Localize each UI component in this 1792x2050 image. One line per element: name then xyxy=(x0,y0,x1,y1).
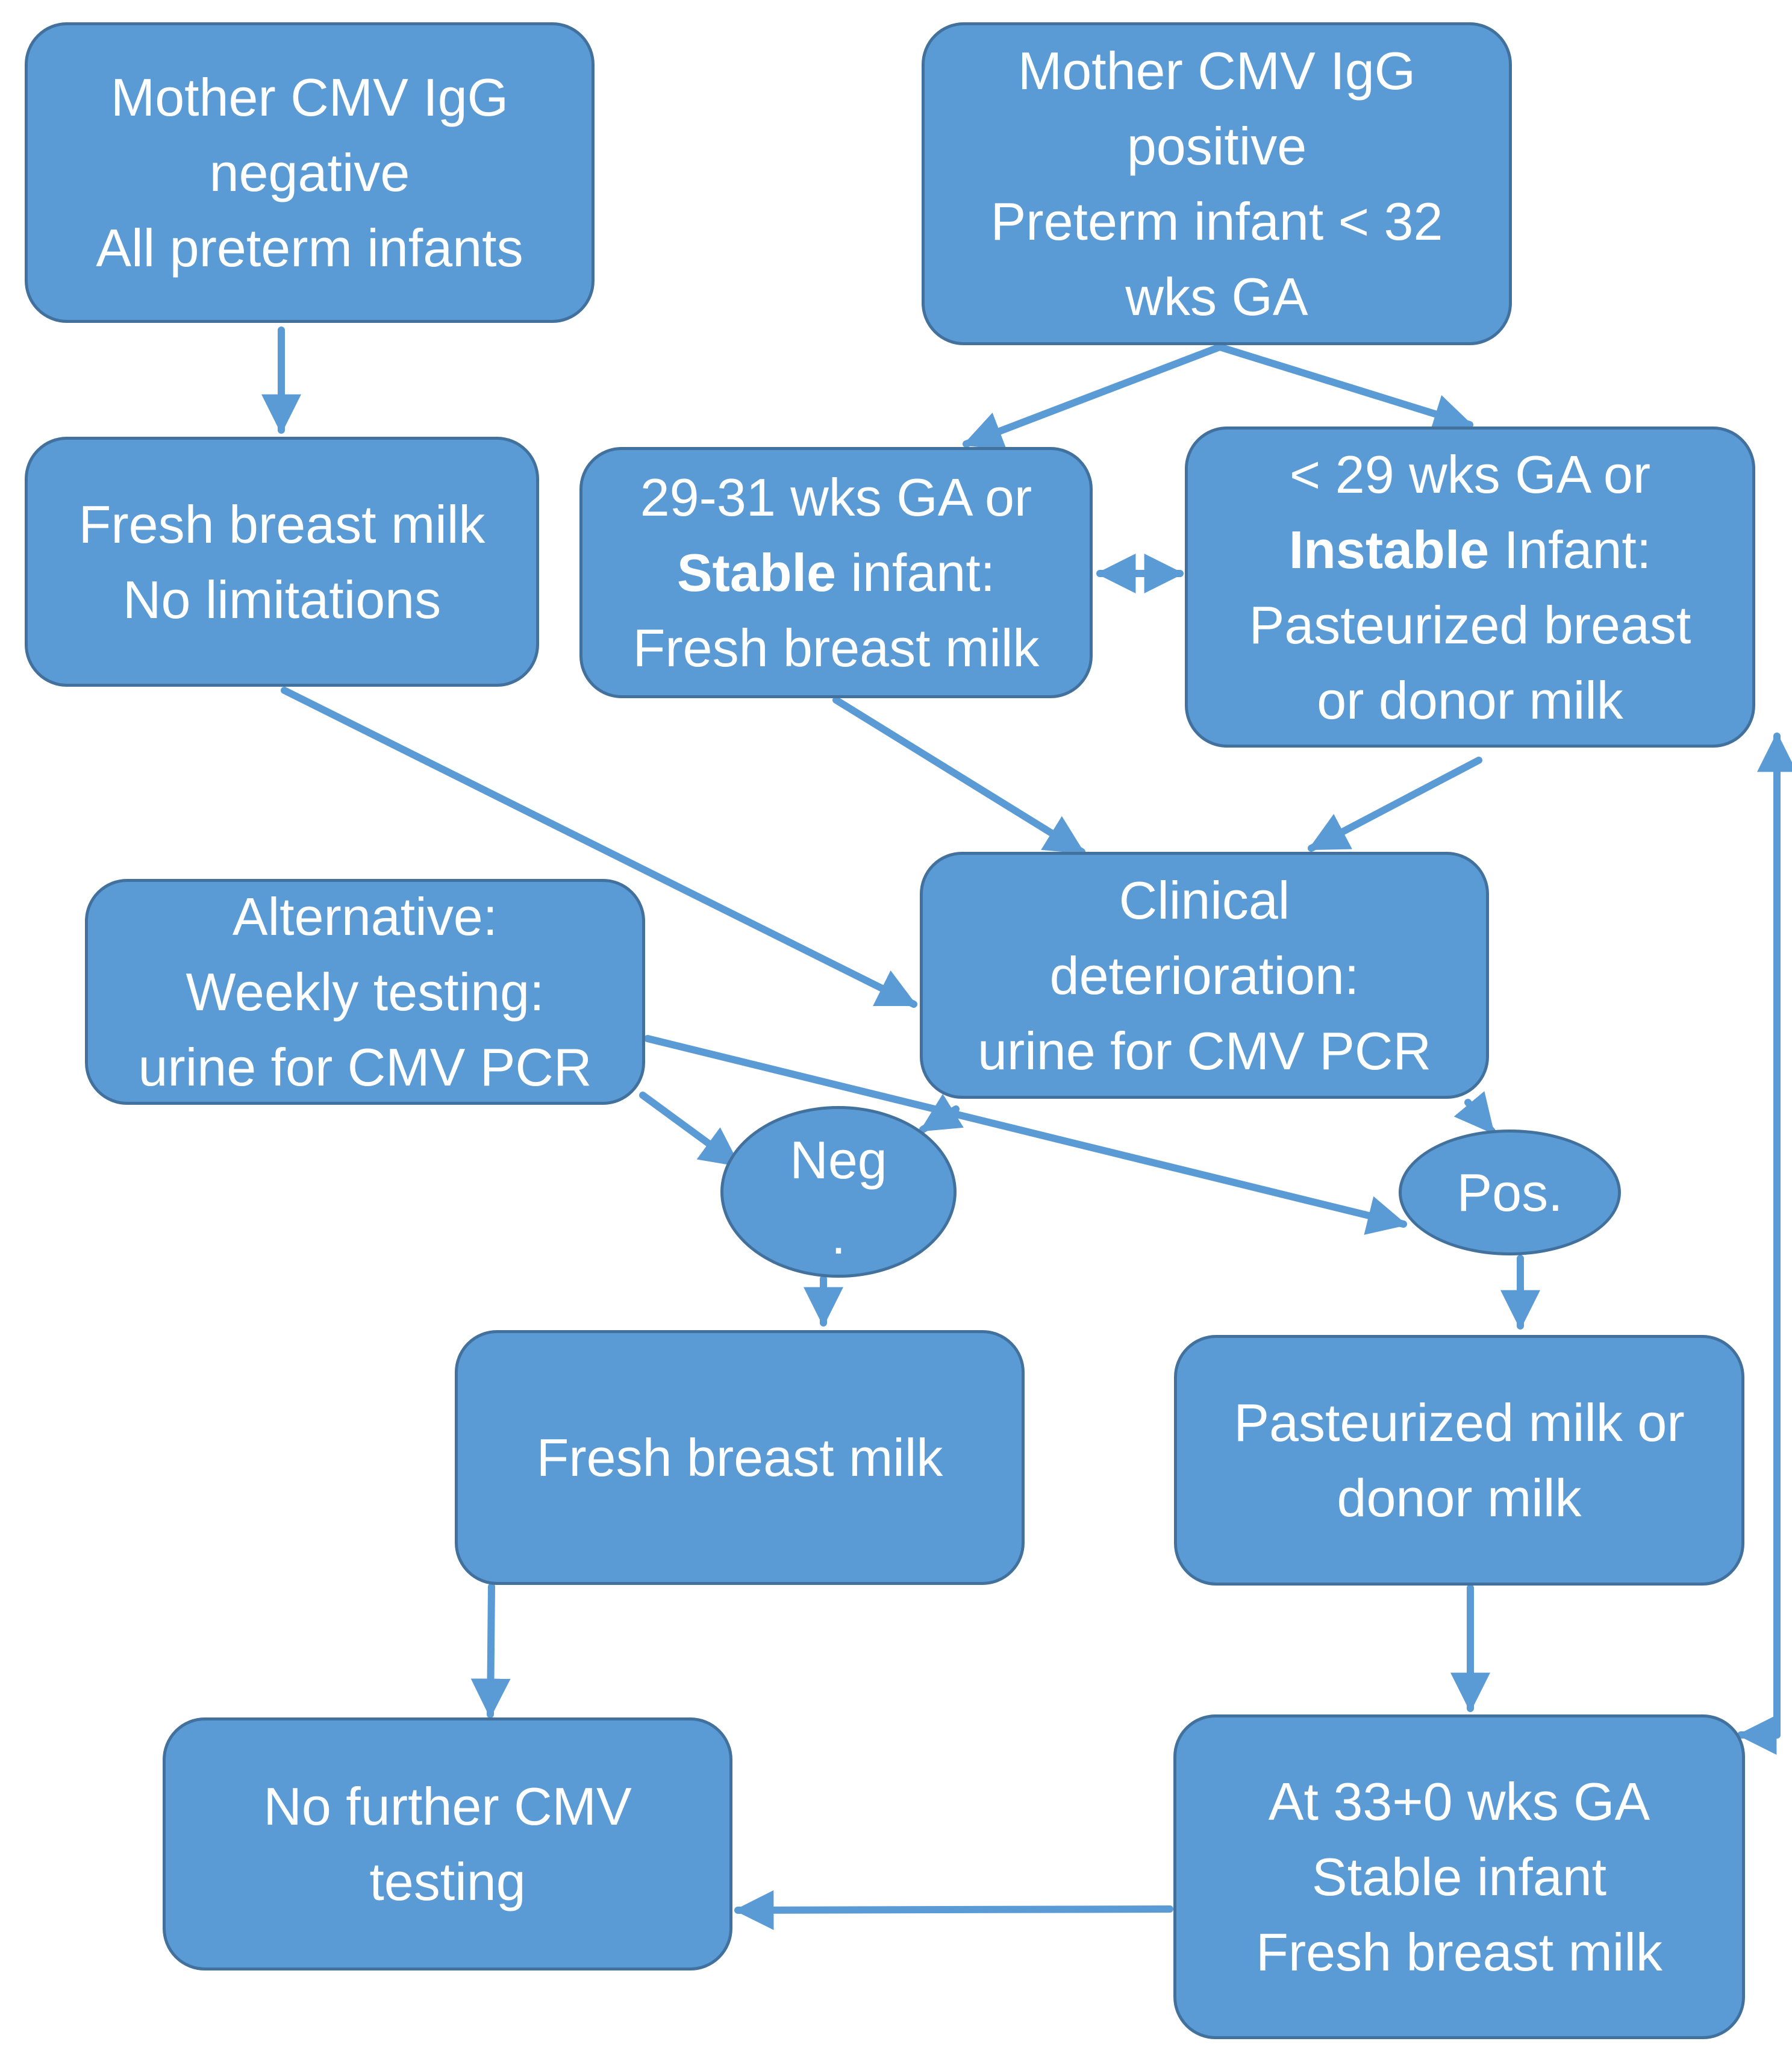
stable-infant-line-1: 29-31 wks GA or xyxy=(640,467,1032,527)
arrow-clinical-to-pos xyxy=(1453,1091,1496,1135)
fresh-breast-milk-box: Fresh breast milk xyxy=(455,1330,1025,1585)
mother-negative-box: Mother CMV IgG negative All preterm infa… xyxy=(25,22,595,323)
at-33-weeks-line-2: Stable infant xyxy=(1311,1847,1607,1907)
at-33-weeks-line-1: At 33+0 wks GA xyxy=(1268,1772,1650,1831)
arrow-stable-to-clinical xyxy=(832,696,1085,855)
arrow-clinical-to-neg xyxy=(919,1093,964,1133)
clinical-deterioration-box: Clinical deterioration: urine for CMV PC… xyxy=(920,852,1489,1099)
mother-positive-line-3: Preterm infant < 32 xyxy=(990,192,1443,251)
unstable-infant-bold-word: Instable xyxy=(1288,519,1490,580)
mother-negative-line-3: All preterm infants xyxy=(96,218,523,278)
no-further-testing-line-2: testing xyxy=(369,1852,526,1911)
arrow-fresh-no-limits-to-clinical xyxy=(281,687,917,1008)
arrow-positive-to-stable xyxy=(962,343,1223,450)
pasteurized-or-donor-box: Pasteurized milk or donor milk xyxy=(1174,1335,1744,1586)
stable-infant-box: 29-31 wks GA or Stable infant: Fresh bre… xyxy=(579,447,1093,698)
unstable-infant-line-2-rest: Infant: xyxy=(1489,519,1652,580)
unstable-infant-line-4: or donor milk xyxy=(1317,670,1623,730)
negative-result-line-1: Neg xyxy=(790,1130,887,1190)
arrow-unstable-to-clinical xyxy=(1308,757,1482,852)
pasteurized-or-donor-line-2: donor milk xyxy=(1337,1468,1582,1528)
unstable-infant-line-2: Instable Infant: xyxy=(1289,512,1652,587)
mother-positive-box: Mother CMV IgG positive Preterm infant <… xyxy=(922,22,1512,345)
at-33-weeks-box: At 33+0 wks GA Stable infant Fresh breas… xyxy=(1173,1714,1745,2039)
fresh-no-limits-line-2: No limitations xyxy=(122,569,442,630)
stable-infant-bold-word: Stable xyxy=(676,543,836,602)
mother-positive-line-1: Mother CMV IgG xyxy=(1017,41,1416,101)
at-33-weeks-line-3: Fresh breast milk xyxy=(1256,1922,1662,1982)
pasteurized-or-donor-line-1: Pasteurized milk or xyxy=(1234,1393,1685,1452)
mother-negative-line-1: Mother CMV IgG xyxy=(110,67,509,127)
unstable-infant-line-3: Pasteurized breast xyxy=(1249,595,1691,655)
negative-result-line-2: . xyxy=(831,1205,846,1265)
arrow-positive-to-unstable xyxy=(1216,343,1474,433)
fresh-no-limits-line-1: Fresh breast milk xyxy=(78,494,485,554)
mother-positive-line-2: positive xyxy=(1126,116,1307,176)
negative-result-ellipse: Neg . xyxy=(720,1106,957,1278)
arrow-alternative-to-pos xyxy=(644,1035,1408,1235)
stable-infant-line-2-rest: infant: xyxy=(835,543,996,602)
fresh-no-limits-box: Fresh breast milk No limitations xyxy=(25,437,539,687)
alternative-testing-box: Alternative: Weekly testing: urine for C… xyxy=(85,879,645,1105)
fresh-breast-milk-line-1: Fresh breast milk xyxy=(536,1428,943,1487)
stable-infant-line-3: Fresh breast milk xyxy=(632,618,1040,678)
arrow-at-33-weeks-to-no-further-testing xyxy=(734,1890,1173,1930)
mother-negative-line-2: negative xyxy=(209,143,410,202)
no-further-testing-line-1: No further CMV xyxy=(263,1777,632,1836)
unstable-infant-box: < 29 wks GA or Instable Infant: Pasteuri… xyxy=(1185,427,1755,748)
arrow-fresh-to-no-further-testing xyxy=(470,1583,511,1719)
positive-result-ellipse: Pos. xyxy=(1399,1130,1621,1255)
positive-result-line-1: Pos. xyxy=(1456,1163,1563,1222)
alternative-testing-line-3: urine for CMV PCR xyxy=(138,1037,592,1097)
clinical-deterioration-line-3: urine for CMV PCR xyxy=(977,1020,1432,1081)
clinical-deterioration-line-2: deterioration: xyxy=(1049,945,1360,1005)
no-further-testing-box: No further CMV testing xyxy=(163,1717,732,1970)
clinical-deterioration-line-1: Clinical xyxy=(1119,870,1290,930)
arrow-alternative-to-neg xyxy=(639,1092,741,1168)
alternative-testing-line-2: Weekly testing: xyxy=(186,962,545,1022)
alternative-testing-line-1: Alternative: xyxy=(232,887,498,946)
mother-positive-line-4: wks GA xyxy=(1125,267,1308,327)
unstable-infant-line-1: < 29 wks GA or xyxy=(1289,444,1651,504)
stable-infant-line-2: Stable infant: xyxy=(677,535,995,610)
